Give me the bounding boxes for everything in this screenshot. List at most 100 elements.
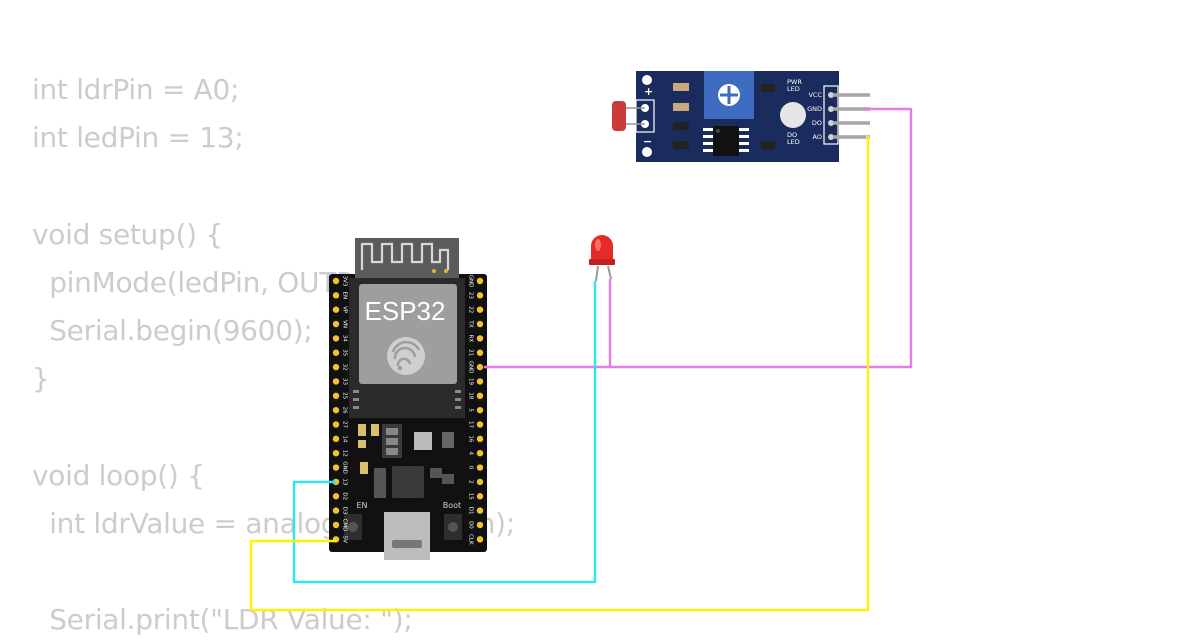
pin-label: D2 (342, 492, 348, 500)
pin-left-34[interactable]: 34 (332, 335, 348, 342)
pin-label: 27 (342, 421, 348, 428)
ldr-pin-ao[interactable]: AO (813, 133, 870, 141)
boot-button[interactable]: Boot (443, 501, 462, 540)
pin-right-tx[interactable]: TX (468, 319, 484, 328)
code-line: void setup() { (32, 217, 223, 251)
pin-label: 17 (468, 421, 474, 428)
pin-left-14[interactable]: 14 (332, 435, 348, 443)
en-button[interactable]: EN (344, 501, 368, 540)
code-background: int ldrPin = A0; int ledPin = 13; void se… (32, 66, 515, 644)
ldr-sensor-module[interactable]: + − (612, 71, 870, 162)
pin-right-2[interactable]: 2 (468, 478, 484, 486)
pin-right-d1[interactable]: D1 (468, 507, 484, 515)
esp32-label: ESP32 (365, 296, 446, 326)
micro-usb-port (384, 512, 430, 560)
status-led (780, 102, 806, 128)
pin-right-16[interactable]: 16 (468, 435, 484, 443)
pin-left-25[interactable]: 25 (332, 392, 348, 400)
pin-label: 13 (342, 478, 348, 485)
pin-right-d0[interactable]: D0 (468, 521, 484, 529)
pin-label: GND (468, 361, 474, 374)
analog-wire[interactable] (249, 135, 870, 612)
pin-label: 3V3 (342, 276, 348, 287)
pin-left-27[interactable]: 27 (332, 421, 348, 428)
code-line: } (32, 362, 50, 396)
code-line: Serial.begin(9600); (32, 313, 313, 347)
pin-label: 34 (342, 335, 348, 342)
wires (249, 107, 913, 612)
code-line: void loop() { (32, 458, 205, 492)
ldr-pin-label: DO (812, 119, 822, 127)
pin-right-17[interactable]: 17 (468, 421, 484, 428)
led-signal-wire[interactable] (292, 281, 597, 584)
usb-uart-chip (392, 466, 424, 498)
pin-label: 35 (342, 349, 348, 356)
code-line: int ledPin = 13; (32, 121, 244, 155)
pin-right-23[interactable]: 23 (468, 292, 484, 299)
circuit-diagram: ESP32 EN Bo (249, 71, 913, 612)
potentiometer[interactable] (704, 71, 754, 119)
ldr-pin-label: VCC (808, 91, 822, 99)
pin-right-18[interactable]: 18 (468, 392, 484, 400)
ldr-pin-gnd[interactable]: GND (807, 105, 870, 113)
pin-left-cmd[interactable]: CMD (332, 519, 348, 532)
ldr-pin-vcc[interactable]: VCC (808, 91, 870, 99)
pin-right-gnd[interactable]: GND (468, 361, 484, 374)
pin-label: 22 (468, 306, 474, 313)
pin-left-vp[interactable]: VP (332, 306, 348, 314)
svg-text:Boot: Boot (443, 501, 461, 510)
pin-right-4[interactable]: 4 (468, 450, 484, 457)
pin-label: 32 (342, 364, 348, 371)
pin-right-21[interactable]: 21 (468, 349, 484, 356)
pin-left-35[interactable]: 35 (332, 349, 348, 357)
pin-right-clk[interactable]: CLK (468, 534, 484, 545)
ldr-pin-label: AO (813, 133, 822, 141)
pin-label: D3 (342, 507, 348, 515)
pin-right-15[interactable]: 15 (468, 493, 484, 500)
metal-can (359, 284, 457, 384)
pin-left-12[interactable]: 12 (332, 450, 348, 457)
pin-label: 19 (468, 378, 474, 385)
pin-label: CLK (468, 534, 474, 545)
pin-left-33[interactable]: 33 (332, 378, 348, 385)
svg-text:−: − (643, 135, 652, 148)
pin-label: 18 (468, 392, 474, 399)
pin-right-22[interactable]: 22 (468, 306, 484, 313)
pin-left-3v3[interactable]: 3V3 (332, 276, 348, 287)
photoresistor-icon (612, 101, 645, 131)
pin-label: D1 (468, 507, 474, 515)
red-led[interactable] (589, 235, 615, 282)
pin-right-0[interactable]: 0 (468, 464, 484, 471)
pin-right-gnd[interactable]: GND (468, 275, 484, 288)
svg-text:+: + (644, 85, 653, 98)
pin-left-en[interactable]: EN (332, 292, 348, 300)
pin-left-d3[interactable]: D3 (332, 507, 348, 515)
gnd-wire[interactable] (484, 107, 913, 369)
pin-label: 26 (342, 407, 348, 414)
antenna-trace (360, 242, 450, 270)
code-line: int ldrPin = A0; (32, 73, 240, 106)
pin-label: 21 (468, 349, 474, 356)
pin-right-5[interactable]: 5 (468, 406, 484, 414)
pin-label: CMD (342, 519, 348, 532)
ldr-pin-header: VCC GND DO AO (807, 91, 870, 141)
ldr-pin-do[interactable]: DO (812, 119, 870, 127)
pin-left-32[interactable]: 32 (332, 364, 348, 371)
pin-left-d2[interactable]: D2 (332, 492, 348, 500)
pin-label: EN (342, 292, 348, 300)
pin-label: 5V (342, 536, 348, 543)
pin-label: 14 (342, 435, 348, 442)
pin-right-rx[interactable]: RX (468, 335, 484, 343)
pin-label: VN (342, 320, 348, 328)
pin-label: 5 (468, 408, 474, 412)
pin-right-19[interactable]: 19 (468, 378, 484, 385)
pin-label: VP (342, 306, 348, 314)
esp32-board[interactable]: ESP32 EN Bo (329, 238, 487, 560)
pin-left-26[interactable]: 26 (332, 407, 348, 414)
pin-left-gnd[interactable]: GND (332, 461, 348, 474)
pin-left-vn[interactable]: VN (332, 320, 348, 328)
pin-label: 16 (468, 435, 474, 442)
